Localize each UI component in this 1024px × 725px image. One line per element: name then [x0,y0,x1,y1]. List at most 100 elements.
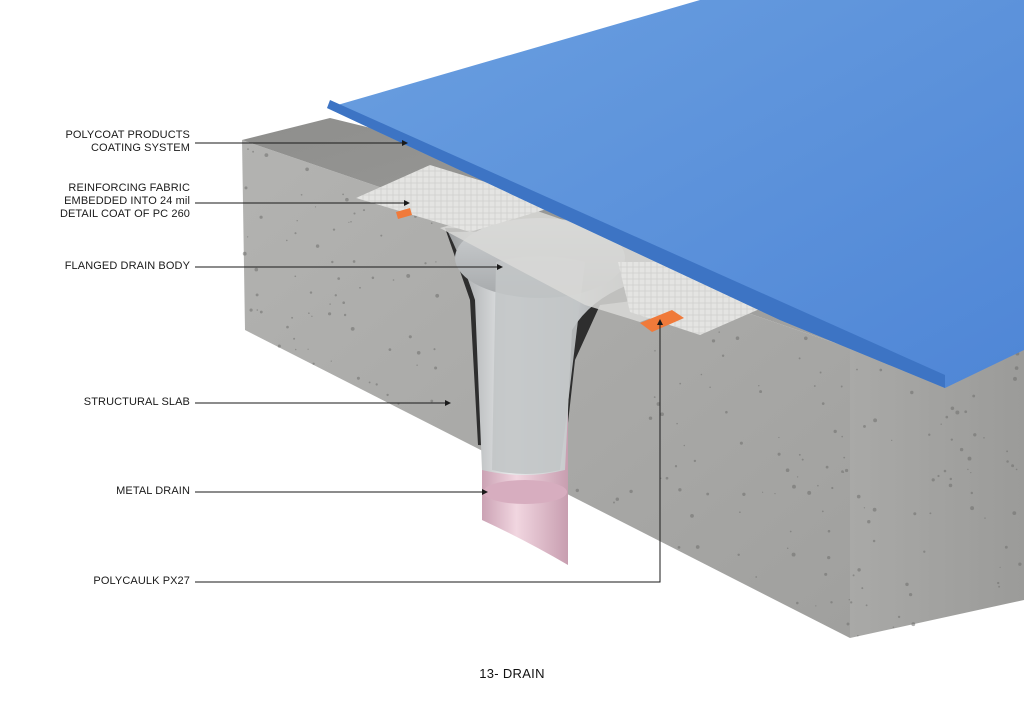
concrete-speckle [648,416,653,420]
concrete-speckle [294,232,297,235]
concrete-speckle [891,439,893,442]
concrete-speckle [778,436,780,439]
label-slab-line-1: STRUCTURAL SLAB [83,396,190,408]
concrete-speckle [307,348,309,350]
metal-drain-mouth [483,480,567,504]
concrete-speckle [1018,562,1022,566]
concrete-speckle [786,547,789,550]
concrete-speckle [840,385,843,388]
concrete-speckle [819,371,822,374]
concrete-speckle [665,476,669,480]
concrete-speckle [972,394,976,398]
concrete-speckle [967,456,972,461]
concrete-speckle [861,587,864,590]
concrete-speckle [721,354,725,357]
concrete-speckle [945,415,949,419]
concrete-speckle [852,574,855,577]
label-fabric-line-1: REINFORCING FABRIC [68,182,190,194]
concrete-speckle [695,545,700,549]
concrete-speckle [259,215,263,219]
concrete-speckle [950,406,955,411]
concrete-speckle [247,148,249,150]
concrete-speckle [846,622,850,626]
concrete-speckle [943,469,947,473]
reinforcing-fabric-left [356,165,560,232]
polycaulk-bead-left [396,208,412,219]
label-metal-line-1: METAL DRAIN [116,485,190,497]
concrete-speckle [798,453,801,456]
concrete-speckle [315,244,320,248]
concrete-speckle [424,262,427,265]
concrete-speckle [709,386,711,389]
concrete-speckle [843,456,846,459]
concrete-speckle [1012,511,1017,515]
concrete-speckle [291,316,294,319]
concrete-speckle [242,251,247,256]
concrete-speckle [848,598,851,601]
concrete-speckle [718,331,720,333]
concrete-speckle [679,382,682,385]
concrete-speckle [656,402,661,406]
concrete-speckle [940,423,942,425]
concrete-speckle [911,622,916,627]
concrete-speckle [813,385,816,387]
concrete-speckle [435,293,440,298]
concrete-speckle [331,260,334,264]
label-polycaulk: POLYCAULK PX27 [93,575,190,588]
concrete-speckle [833,429,837,434]
concrete-speckle [842,471,845,473]
concrete-speckle [629,489,633,494]
concrete-speckle [856,494,861,499]
concrete-speckle [277,344,281,348]
label-fabric-line-2: EMBEDDED INTO 24 mil [64,195,190,207]
concrete-speckle [337,277,341,280]
concrete-speckle [314,206,317,208]
coating-system-top [327,0,1024,388]
concrete-speckle [923,550,926,553]
concrete-speckle [825,465,829,469]
concrete-speckle [350,327,355,331]
concrete-speckle [249,308,253,312]
concrete-speckle [959,447,964,452]
concrete-speckle [334,294,337,297]
concrete-speckle [997,581,1000,585]
concrete-speckle [831,486,834,490]
concrete-speckle [791,552,796,557]
concrete-speckle [293,337,296,340]
concrete-speckle [312,362,315,365]
concrete-speckle [392,279,395,281]
concrete-speckle [434,366,438,370]
concrete-speckle [910,390,914,395]
concrete-speckle [865,604,868,607]
concrete-speckle [824,572,828,576]
concrete-speckle [983,437,985,439]
concrete-speckle [678,488,682,492]
concrete-speckle [777,452,781,456]
drain-funnel-throat [492,256,585,474]
concrete-speckle [1006,460,1009,463]
concrete-speckle [928,433,931,436]
concrete-speckle [332,228,336,231]
concrete-speckle [416,350,421,355]
concrete-speckle [908,592,913,597]
concrete-speckle [368,381,371,384]
concrete-speckle [1015,468,1018,471]
concrete-speckle [758,384,760,387]
concrete-speckle [970,491,974,495]
leader-arrowheads [402,140,663,495]
concrete-speckle [286,325,289,329]
concrete-speckle [706,492,710,496]
concrete-speckle [386,393,389,397]
concrete-speckle [807,490,812,495]
concrete-speckle [352,260,356,263]
concrete-speckle [815,605,817,607]
concrete-speckle [380,234,383,237]
concrete-speckle [949,477,953,481]
concrete-speckle [755,576,758,578]
concrete-speckle [388,348,392,351]
slab-right-face [850,288,1024,638]
label-metal-drain: METAL DRAIN [116,485,190,498]
concrete-speckle [294,348,297,351]
